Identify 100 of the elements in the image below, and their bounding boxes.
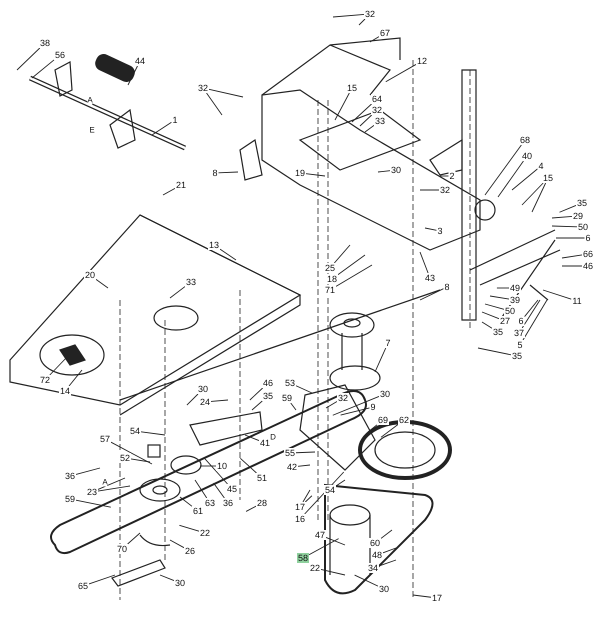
leader-line [332, 14, 364, 18]
leader-line [382, 548, 396, 554]
leader-line [304, 495, 312, 502]
callout-number: 30 [197, 384, 209, 394]
leader-line [68, 370, 82, 386]
leader-line [478, 348, 512, 356]
leader-line [308, 538, 340, 556]
leader-line [127, 532, 140, 544]
callout-number: 49 [509, 283, 521, 293]
leader-line [338, 254, 366, 276]
callout-number: 57 [99, 434, 111, 444]
callout-number: 50 [504, 306, 516, 316]
callout-number: 67 [379, 28, 391, 38]
callout-number: 12 [416, 56, 428, 66]
leader-line [252, 400, 263, 410]
callout-number: 64 [371, 94, 383, 104]
callout-number: 38 [39, 38, 51, 48]
callout-number: 42 [286, 462, 298, 472]
leader-line [482, 312, 500, 320]
leader-line [220, 248, 236, 260]
leader-line [320, 568, 346, 576]
callout-number: 72 [39, 375, 51, 385]
callout-number: 46 [582, 261, 594, 271]
leader-line [336, 480, 346, 486]
leader-line [385, 64, 416, 82]
leader-line [370, 36, 380, 42]
callout-number: 13 [208, 240, 220, 250]
leader-line [364, 124, 374, 132]
callout-number: 22 [309, 563, 321, 573]
callout-number: 56 [54, 50, 66, 60]
leader-line [302, 490, 310, 502]
leader-line [562, 254, 582, 258]
callout-number: 35 [492, 327, 504, 337]
callout-number: 60 [369, 538, 381, 548]
callout-number: 23 [86, 487, 98, 497]
leader-line [512, 168, 538, 190]
callout-number: 8 [212, 168, 218, 178]
callout-number: 63 [204, 498, 216, 508]
callout-number: 20 [84, 270, 96, 280]
callout-number: 11 [571, 296, 583, 306]
callout-number: 32 [197, 83, 209, 93]
callout-number: 28 [256, 498, 268, 508]
callout-number: 66 [582, 249, 594, 259]
callout-number: 48 [371, 550, 383, 560]
leader-line [194, 480, 208, 498]
leader-line [98, 486, 130, 492]
callout-number: 29 [572, 211, 584, 221]
callout-number: 14 [59, 386, 71, 396]
leader-line [378, 170, 390, 172]
callout-number: 4 [538, 161, 544, 171]
leader-line [152, 122, 172, 136]
leader-line [96, 278, 108, 288]
leader-line [140, 431, 166, 436]
callout-number: 58 [297, 553, 309, 563]
leader-line [210, 400, 228, 402]
callout-number: 32 [371, 105, 383, 115]
leader-line [484, 304, 504, 310]
callout-number: 25 [324, 263, 336, 273]
callout-number: 55 [284, 448, 296, 458]
callout-number: 71 [324, 285, 336, 295]
callout-number: 30 [390, 165, 402, 175]
leader-line [128, 66, 138, 86]
leader-line [213, 482, 225, 498]
leader-line [218, 172, 238, 174]
leader-line [490, 296, 510, 300]
callout-number: 9 [370, 402, 376, 412]
leader-line [326, 401, 338, 408]
leader-line [522, 300, 540, 328]
callout-number: 35 [576, 198, 588, 208]
callout-number: 27 [499, 316, 511, 326]
callout-number: 54 [324, 485, 336, 495]
callout-number: 70 [116, 544, 128, 554]
leader-line [49, 356, 68, 376]
callout-number: 3 [436, 226, 444, 236]
callout-number: 18 [326, 274, 338, 284]
callout-number: 7 [384, 338, 392, 348]
leader-line [240, 458, 257, 474]
callout-number: 10 [216, 461, 228, 471]
leader-line [88, 574, 116, 584]
leader-line [246, 506, 256, 512]
leader-line [76, 500, 112, 508]
leader-line [304, 472, 344, 514]
callout-number: 32 [337, 393, 349, 403]
callout-number: 24 [199, 397, 211, 407]
leader-line [420, 252, 429, 274]
callout-number: 2 [448, 171, 456, 181]
leader-line [380, 424, 398, 438]
callout-number: 8 [444, 282, 450, 292]
reference-letter: A [87, 96, 93, 104]
callout-number: 36 [64, 471, 76, 481]
callout-number: 69 [377, 415, 389, 425]
callout-number: 30 [378, 584, 390, 594]
callout-number: 35 [262, 391, 274, 401]
leader-line [98, 478, 126, 490]
leader-line [340, 407, 370, 416]
leader-line [334, 244, 350, 264]
leader-line [552, 226, 578, 228]
leader-line [160, 574, 174, 582]
callout-number: 45 [226, 484, 238, 494]
callout-number: 52 [119, 453, 131, 463]
